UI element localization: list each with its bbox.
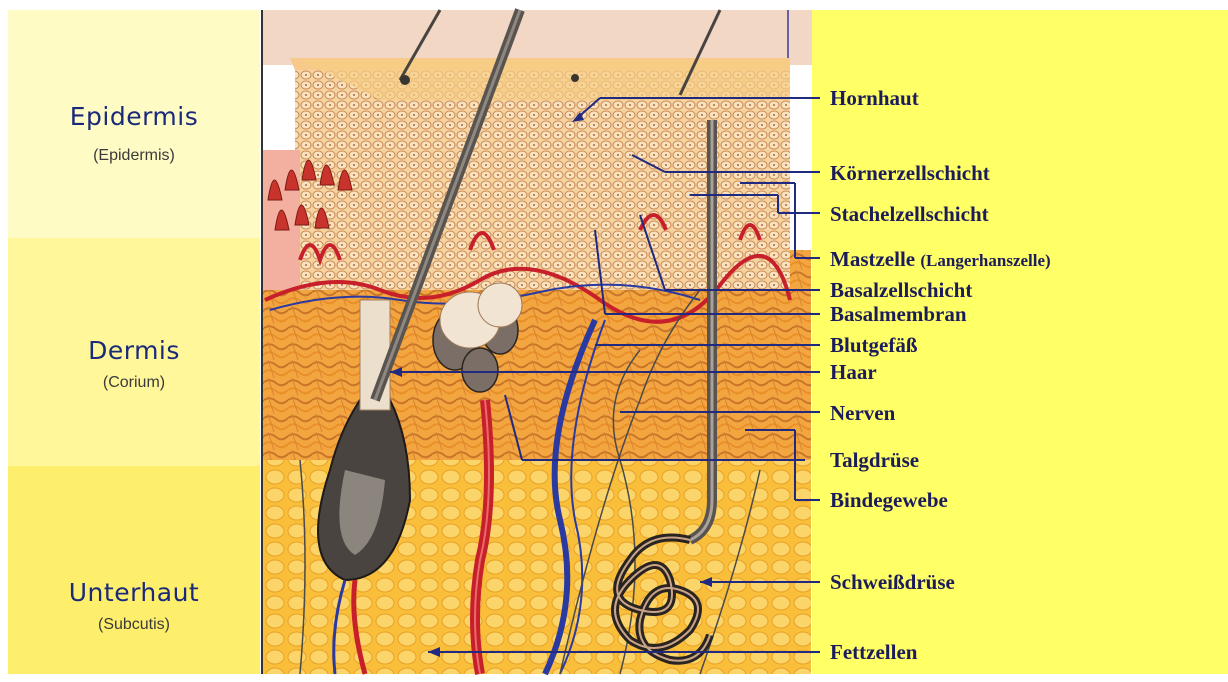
label-stachelzellschicht: Stachelzellschicht — [830, 204, 989, 225]
label-mastzelle-note: (Langerhanszelle) — [920, 251, 1050, 270]
label-nerven: Nerven — [830, 403, 895, 424]
label-hornhaut: Hornhaut — [830, 88, 919, 109]
label-blutgefaess: Blutgefäß — [830, 335, 918, 356]
label-mastzelle: Mastzelle (Langerhanszelle) — [830, 249, 1051, 270]
label-talgdruese: Talgdrüse — [830, 450, 919, 471]
label-schweissdruese: Schweißdrüse — [830, 572, 955, 593]
label-koernerzellschicht: Körnerzellschicht — [830, 163, 990, 184]
label-basalzellschicht: Basalzellschicht — [830, 280, 972, 301]
label-fettzellen: Fettzellen — [830, 642, 917, 663]
label-haar: Haar — [830, 362, 877, 383]
label-bindegewebe: Bindegewebe — [830, 490, 948, 511]
label-basalmembran: Basalmembran — [830, 304, 967, 325]
label-mastzelle-main: Mastzelle — [830, 247, 915, 271]
